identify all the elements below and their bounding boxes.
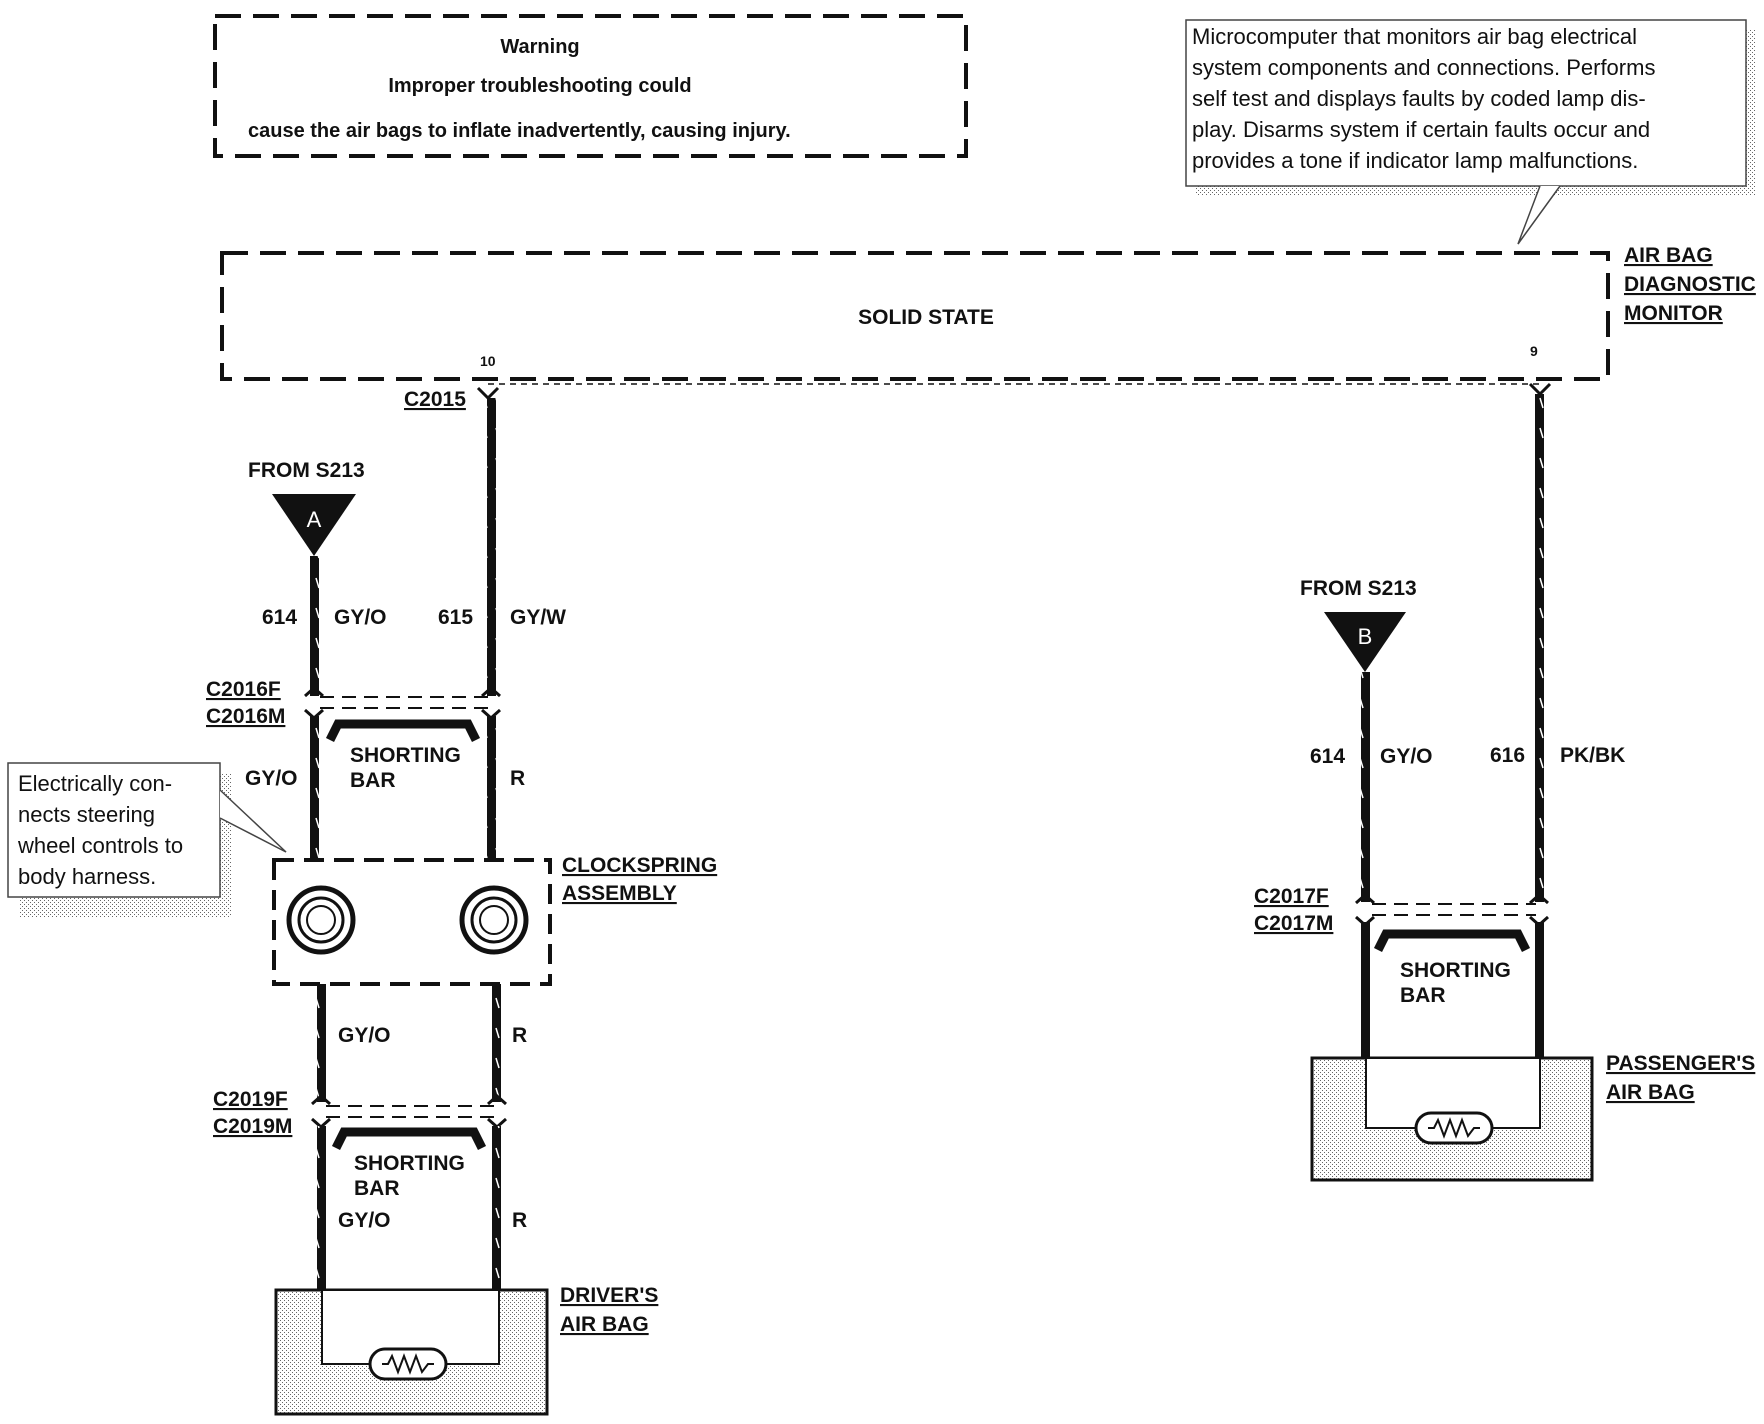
clockspring-note-line-4: body harness. — [18, 864, 156, 889]
c2017m-label: C2017M — [1254, 912, 1333, 935]
pin-9-label: 9 — [1530, 343, 1538, 359]
c2019f-label: C2019F — [213, 1088, 288, 1111]
mid-left-color: GY/O — [245, 767, 298, 790]
shorting-bar-1b: BAR — [350, 769, 396, 792]
c2017f-label: C2017F — [1254, 885, 1329, 908]
monitor-note-callout: Microcomputer that monitors air bag elec… — [1185, 19, 1756, 245]
solid-state-label: SOLID STATE — [858, 306, 994, 329]
c2016f-label: C2016F — [206, 678, 281, 701]
lower-left-color: GY/O — [338, 1024, 391, 1047]
monitor-note-line-5: provides a tone if indicator lamp malfun… — [1192, 148, 1638, 173]
wire-616-color: PK/BK — [1560, 744, 1625, 767]
wire-615-num: 615 — [438, 606, 473, 629]
splice-b-label: B — [1358, 624, 1373, 649]
from-s213-left: FROM S213 — [248, 459, 365, 482]
c2016m-label: C2016M — [206, 705, 285, 728]
monitor-note-line-2: system components and connections. Perfo… — [1192, 55, 1655, 80]
wire-614-color: GY/O — [334, 606, 387, 629]
shorting-bar-1a: SHORTING — [350, 744, 461, 767]
mid-right-color: R — [510, 767, 525, 790]
monitor-note-line-3: self test and displays faults by coded l… — [1192, 86, 1646, 111]
bottom-left-color: GY/O — [338, 1209, 391, 1232]
clockspring-label-2: ASSEMBLY — [562, 882, 677, 905]
wire-615-color: GY/W — [510, 606, 566, 629]
diagnostic-monitor-box: SOLID STATE 10 9 AIR BAG DIAGNOSTIC MONI… — [220, 244, 1756, 381]
warning-line-1: Improper troubleshooting could — [388, 75, 691, 97]
wire-616-num: 616 — [1490, 744, 1525, 767]
warning-line-2: cause the air bags to inflate inadverten… — [248, 120, 791, 142]
monitor-label-2: DIAGNOSTIC — [1624, 273, 1756, 296]
drivers-airbag-label-1: DRIVER'S — [560, 1284, 658, 1307]
bottom-right-color: R — [512, 1209, 527, 1232]
splice-a-label: A — [307, 507, 322, 532]
monitor-note-line-4: play. Disarms system if certain faults o… — [1192, 117, 1650, 142]
clockspring-box — [272, 858, 552, 986]
clockspring-note-line-3: wheel controls to — [17, 833, 183, 858]
lower-right-color: R — [512, 1024, 527, 1047]
shorting-bar-2a: SHORTING — [354, 1152, 465, 1175]
c2019m-label: C2019M — [213, 1115, 292, 1138]
warning-box: Warning Improper troubleshooting could c… — [213, 14, 968, 158]
clockspring-note-line-2: nects steering — [18, 802, 155, 827]
drivers-airbag-label-2: AIR BAG — [560, 1313, 649, 1336]
monitor-label-1: AIR BAG — [1624, 244, 1713, 267]
warning-title: Warning — [500, 36, 579, 58]
passenger-airbag-label-1: PASSENGER'S — [1606, 1052, 1755, 1075]
monitor-note-line-1: Microcomputer that monitors air bag elec… — [1192, 24, 1637, 49]
clockspring-note-callout: Electrically con- nects steering wheel c… — [7, 762, 287, 917]
from-s213-right: FROM S213 — [1300, 577, 1417, 600]
splice-b-icon — [1324, 612, 1406, 672]
splice-a-icon — [272, 494, 356, 556]
passenger-airbag-label-2: AIR BAG — [1606, 1081, 1695, 1104]
c2015-label: C2015 — [404, 388, 466, 411]
wire-614-color-right: GY/O — [1380, 745, 1433, 768]
monitor-label-3: MONITOR — [1624, 302, 1723, 325]
pin-10-label: 10 — [480, 353, 496, 369]
shorting-bar-2b: BAR — [354, 1177, 400, 1200]
shorting-bar-3a: SHORTING — [1400, 959, 1511, 982]
clockspring-note-line-1: Electrically con- — [18, 771, 172, 796]
shorting-bar-3b: BAR — [1400, 984, 1446, 1007]
clockspring-label-1: CLOCKSPRING — [562, 854, 717, 877]
connector-c2015: C2015 — [404, 382, 1552, 411]
wire-614-num: 614 — [262, 606, 297, 629]
left-circuit: A FROM S213 614 GY/O 615 GY/W C2016F C20… — [206, 398, 717, 1416]
right-circuit: B FROM S213 614 GY/O 616 PK/BK C2017F C2… — [1254, 394, 1755, 1182]
wire-614-num-right: 614 — [1310, 745, 1345, 768]
